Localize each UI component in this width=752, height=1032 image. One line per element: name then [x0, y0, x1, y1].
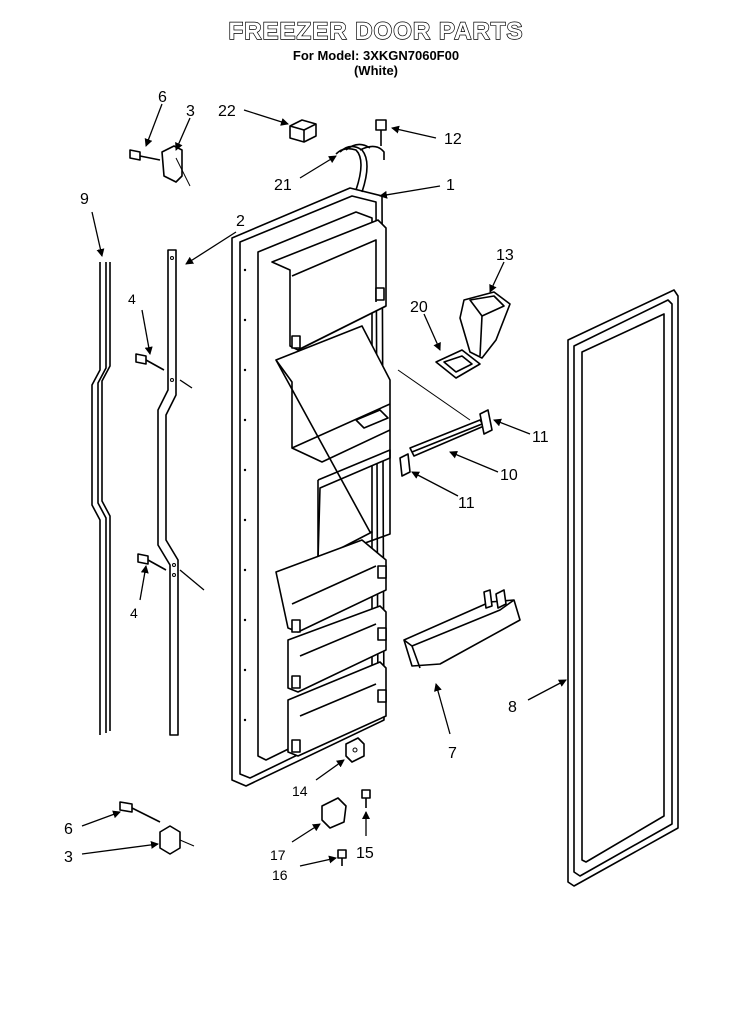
callout-2: 2: [236, 213, 245, 230]
part-6-screw-bottom: [119, 801, 161, 823]
part-6-screw-top: [129, 149, 161, 161]
model-line: For Model: 3XKGN7060F00: [292, 48, 460, 63]
part-15-screw: [361, 789, 371, 808]
door-shelf-bottom: [287, 661, 387, 757]
part-3-bracket-bottom: [159, 825, 195, 855]
dispenser-lead-line: [397, 369, 471, 421]
callout-11-upper: 11: [532, 429, 549, 446]
callout-17: 17: [270, 847, 286, 863]
door-edge-holes: [243, 268, 247, 722]
door-shelf-middle: [275, 539, 387, 633]
callout-9: 9: [80, 191, 89, 208]
part-16-screw: [337, 849, 347, 866]
callout-21: 21: [274, 177, 292, 194]
callout-13: 13: [496, 247, 514, 264]
callout-15: 15: [356, 845, 374, 862]
callout-3-bottom: 3: [64, 849, 73, 866]
part-17-bracket: [321, 797, 347, 829]
color-line: (White): [353, 63, 399, 78]
callout-7: 7: [448, 745, 457, 762]
callout-labels: 6 3 22 12 21 1 9 2 13 4 20 11 10 11 4 8 …: [64, 89, 549, 883]
part-20-flap: [435, 349, 481, 379]
part-8-door-gasket: [567, 289, 679, 887]
leader-lines: [81, 103, 567, 867]
part-22-connector: [289, 119, 317, 143]
part-4-screw-upper: [135, 353, 165, 371]
callout-6-bottom: 6: [64, 821, 73, 838]
callout-10: 10: [500, 467, 518, 484]
callout-8: 8: [508, 699, 517, 716]
dispenser-cavity: [275, 325, 391, 561]
callout-6-top: 6: [158, 89, 167, 106]
part-10-rail: [409, 419, 485, 457]
part-13-chute: [459, 291, 511, 359]
part-21-wire-harness: [335, 143, 385, 193]
door-shelf-lower: [287, 605, 387, 693]
callout-22: 22: [218, 103, 236, 120]
part-7-door-bin: [403, 589, 521, 669]
callout-1: 1: [446, 177, 455, 194]
part-12-screw: [375, 119, 387, 146]
part-4-screw-lower: [137, 553, 167, 571]
callout-12: 12: [444, 131, 462, 148]
callout-3-top: 3: [186, 103, 195, 120]
part-9-strip: [91, 262, 111, 735]
callout-16: 16: [272, 867, 288, 883]
door-shelf-top: [271, 219, 387, 351]
callout-4-lower: 4: [130, 605, 138, 621]
part-3-bracket-top: [161, 145, 191, 187]
diagram-title: FREEZER DOOR PARTS: [228, 17, 524, 45]
callout-14: 14: [292, 783, 308, 799]
part-11-clip-left: [399, 453, 411, 477]
callout-11-lower: 11: [458, 495, 475, 512]
part-11-clip-right: [479, 409, 493, 435]
callout-20: 20: [410, 299, 428, 316]
part-2-bar: [157, 249, 205, 736]
part-14-hinge-block: [345, 737, 365, 763]
callout-4-upper: 4: [128, 291, 136, 307]
